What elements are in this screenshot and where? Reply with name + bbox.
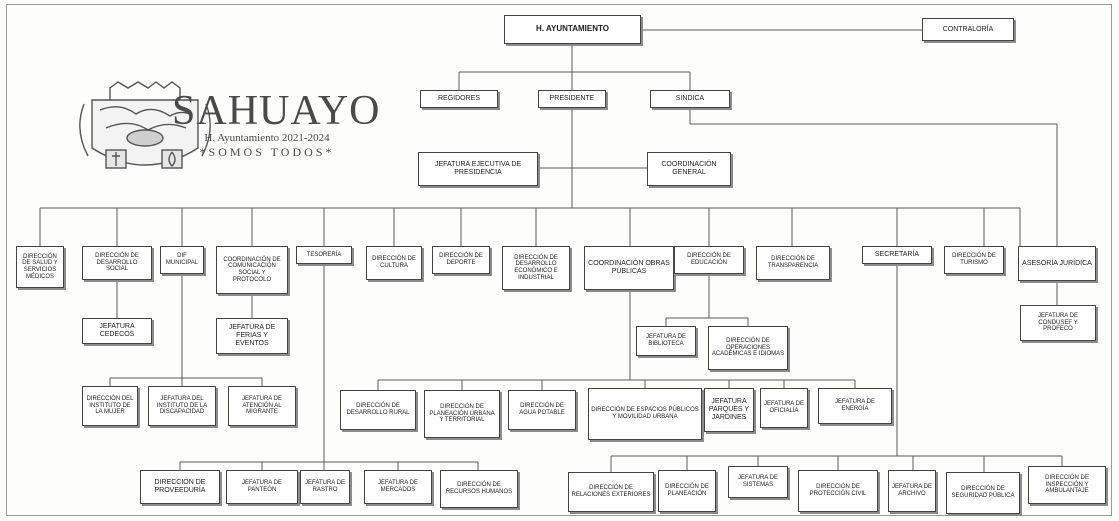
box-parques: JEFATURA PARQUES Y JARDINES — [704, 388, 754, 432]
box-regidores: REGIDORES — [420, 90, 498, 108]
box-espacios-publicos: DIRECCIÓN DE ESPACIOS PÚBLICOS Y MOVILID… — [588, 388, 702, 440]
box-deporte: DIRECCIÓN DE DEPORTE — [432, 246, 490, 274]
brand-block: SAHUAYO H. Ayuntamiento 2021-2024 *SOMOS… — [172, 88, 381, 159]
box-relaciones-exteriores: DIRECCIÓN DE RELACIONES EXTERIORES — [568, 472, 654, 512]
box-desarrollo-social: DIRECCIÓN DE DESARROLLO SOCIAL — [82, 246, 152, 280]
box-dif: DIF MUNICIPAL — [160, 246, 204, 274]
box-contraloria: CONTRALORÍA — [922, 18, 1014, 41]
box-sindica: SINDICA — [650, 90, 730, 108]
box-educacion: DIRECCIÓN DE EDUCACIÓN — [674, 246, 744, 274]
box-jefatura-ejecutiva: JEFATURA EJECUTIVA DE PRESIDENCIA — [418, 152, 538, 186]
box-tesoreria: TESORERÍA — [296, 246, 352, 264]
box-mercados: JEFATURA DE MERCADOS — [364, 470, 432, 504]
box-instituto-mujer: DIRECCIÓN DEL INSTITUTO DE LA MUJER — [82, 386, 138, 426]
box-planeacion: DIRECCIÓN DE PLANEACIÓN — [658, 470, 716, 512]
box-operaciones: DIRECCIÓN DE OPERACIONES ACADÉMICAS E ID… — [708, 326, 788, 370]
chart-frame — [6, 4, 1112, 516]
sahuayo-crest-logo — [79, 81, 211, 169]
box-desarrollo-rural: DIRECCIÓN DE DESARROLLO RURAL — [340, 390, 416, 430]
box-migrante: JEFATURA DE ATENCIÓN AL MIGRANTE — [228, 386, 296, 426]
box-turismo: DIRECCIÓN DE TURISMO — [944, 246, 1004, 274]
box-ayuntamiento: H. AYUNTAMIENTO — [504, 15, 641, 44]
box-sistemas: JEFATURA DE SISTEMAS — [728, 466, 788, 498]
box-proteccion-civil: DIRECCIÓN DE PROTECCIÓN CIVIL — [798, 470, 878, 512]
box-desarrollo-economico: DIRECCIÓN DE DESARROLLO ECONÓMICO E INDU… — [502, 246, 570, 290]
box-salud: DIRECCIÓN DE SALUD Y SERVICIOS MÉDICOS — [16, 246, 64, 288]
brand-name: SAHUAYO — [172, 88, 381, 134]
box-coordinacion-general: COORDINACIÓN GENERAL — [647, 152, 731, 186]
box-inspeccion: DIRECCIÓN DE INSPECCIÓN Y AMBULANTAJE — [1028, 466, 1106, 504]
box-asesoria: ASESORÍA JURÍDICA — [1018, 246, 1096, 281]
box-seguridad-publica: DIRECCIÓN DE SEGURIDAD PÚBLICA — [946, 472, 1020, 514]
box-proveeduria: DIRECCIÓN DE PROVEEDURÍA — [140, 470, 220, 504]
box-comunicacion: COORDINACIÓN DE COMUNICACIÓN SOCIAL Y PR… — [216, 246, 288, 294]
box-archivo: JEFATURA DE ARCHIVO — [888, 470, 936, 512]
box-rastro: JEFATURA DE RASTRO — [300, 470, 350, 504]
box-ferias: JEFATURA DE FERIAS Y EVENTOS — [216, 318, 288, 354]
box-agua-potable: DIRECCIÓN DE AGUA POTABLE — [508, 390, 576, 430]
box-biblioteca: JEFATURA DE BIBLIOTECA — [636, 326, 696, 356]
brand-slogan: *SOMOS TODOS* — [199, 145, 335, 159]
box-recursos-humanos: DIRECCIÓN DE RECURSOS HUMANOS — [440, 470, 518, 508]
brand-subtitle: H. Ayuntamiento 2021-2024 — [204, 132, 330, 144]
box-secretaria: SECRETARÍA — [862, 246, 932, 264]
box-obras-publicas: COORDINACIÓN OBRAS PÚBLICAS — [584, 246, 674, 290]
box-conducef: JEFATURA DE CONDUSEF Y PROFECO — [1020, 305, 1096, 341]
box-panteon: JEFATURA DE PANTEÓN — [226, 470, 298, 504]
box-discapacidad: JEFATURA DEL INSTITUTO DE LA DISCAPACIDA… — [148, 386, 216, 426]
box-transparencia: DIRECCIÓN DE TRANSPARENCIA — [756, 246, 830, 280]
box-cedecos: JEFATURA CEDECOS — [82, 318, 152, 344]
box-energia: JEFATURA DE ENERGÍA — [818, 388, 892, 424]
box-planeacion-urbana: DIRECCIÓN DE PLANEACIÓN URBANA Y TERRITO… — [424, 390, 500, 438]
box-cultura: DIRECCIÓN DE CULTURA — [366, 246, 422, 280]
box-oficialia: JEFATURA DE OFICIALÍA — [760, 388, 808, 428]
box-presidente: PRESIDENTE — [538, 90, 606, 108]
